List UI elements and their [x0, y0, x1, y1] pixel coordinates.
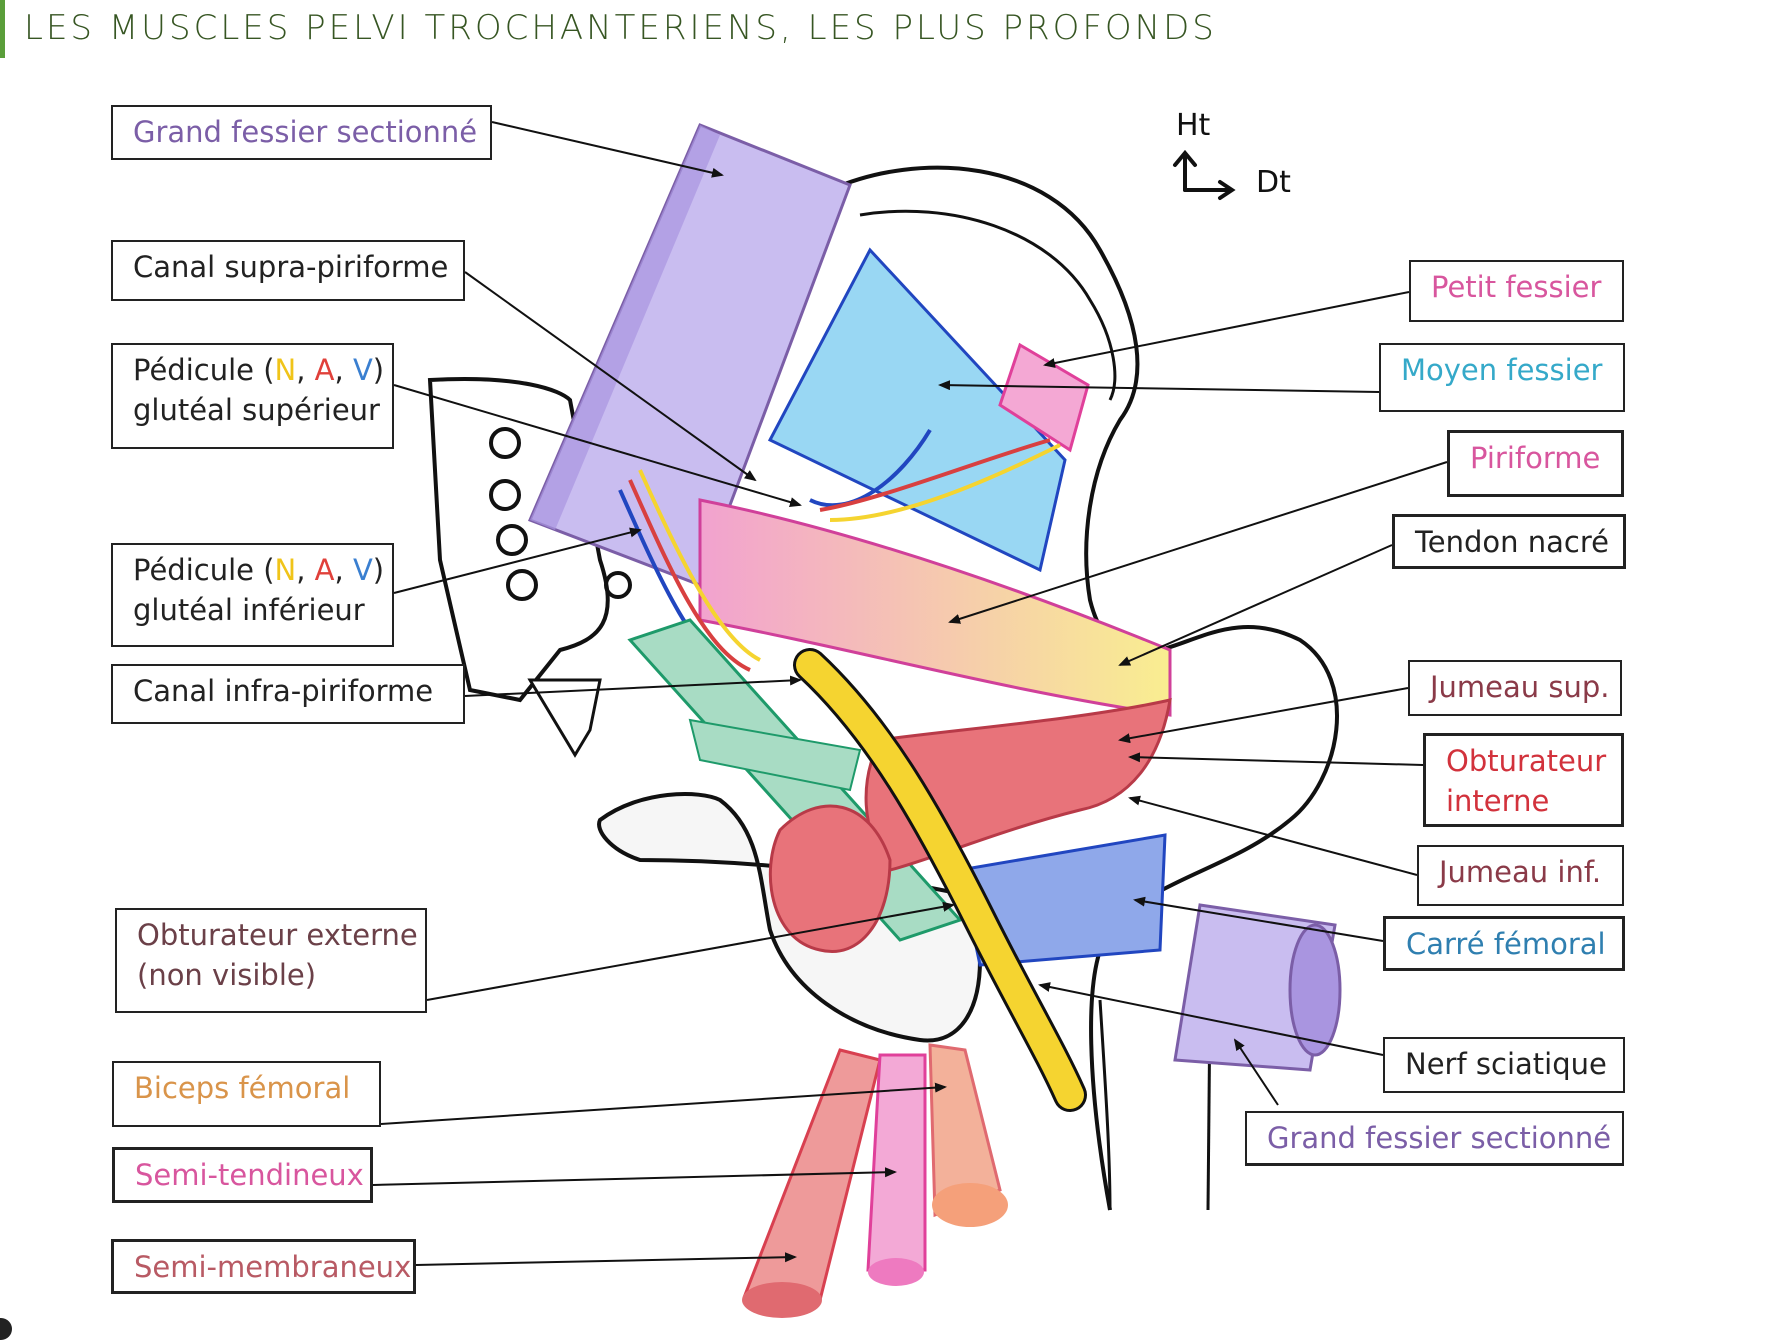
biceps-femoral-shape	[928, 1043, 1002, 1218]
label-text: Canal infra-piriforme	[133, 674, 434, 708]
label-text: Petit fessier	[1431, 270, 1602, 304]
artery-letter: A	[314, 353, 335, 387]
label-text: Piriforme	[1470, 441, 1601, 475]
label-biceps-femoral: Biceps fémoral	[112, 1061, 381, 1127]
piriforme-shape	[698, 498, 1172, 717]
label-text: Grand fessier sectionné	[1267, 1121, 1612, 1155]
label-text: Semi-tendineux	[135, 1158, 364, 1192]
label-pedicule-gluteal-inferieur: Pédicule (N, A, V) glutéal inférieur	[111, 543, 394, 647]
label-jumeau-inf: Jumeau inf.	[1417, 845, 1624, 906]
label-carre-femoral: Carré fémoral	[1383, 916, 1625, 971]
label-text: Semi-membraneux	[134, 1250, 412, 1284]
label-line-2: interne	[1446, 784, 1550, 818]
label-text: Moyen fessier	[1401, 353, 1603, 387]
label-nerf-sciatique: Nerf sciatique	[1383, 1037, 1625, 1093]
vein-letter: V	[352, 353, 373, 387]
orientation-up-label: Ht	[1176, 108, 1211, 143]
title-accent-bar	[0, 0, 5, 58]
label-line-2: glutéal supérieur	[133, 393, 380, 427]
nerve-letter: N	[274, 353, 297, 387]
label-text: Tendon nacré	[1415, 525, 1609, 559]
label-line-2: glutéal inférieur	[133, 593, 365, 627]
label-obturateur-externe: Obturateur externe (non visible)	[115, 908, 427, 1013]
leader-lines	[372, 121, 1448, 1266]
label-tendon-nacre: Tendon nacré	[1392, 514, 1626, 569]
label-grand-fessier-sectionne-right: Grand fessier sectionné	[1245, 1111, 1624, 1166]
label-text: Jumeau sup.	[1430, 670, 1610, 704]
label-line-1: Pédicule (N, A, V)	[133, 353, 385, 387]
label-line-1: Obturateur externe	[137, 918, 418, 952]
sacral-foramina	[489, 427, 632, 601]
coccyx	[527, 678, 602, 758]
label-text: Canal supra-piriforme	[133, 250, 449, 284]
label-text: Grand fessier sectionné	[133, 115, 478, 149]
label-petit-fessier: Petit fessier	[1409, 260, 1624, 322]
orientation-arrows	[1173, 149, 1236, 200]
label-text: Carré fémoral	[1406, 927, 1606, 961]
moyen-fessier-shape	[767, 247, 1067, 573]
page-title: LES MUSCLES PELVI TROCHANTERIENS, LES PL…	[24, 8, 1217, 48]
label-text: Nerf sciatique	[1405, 1047, 1607, 1081]
label-text: Biceps fémoral	[134, 1071, 351, 1105]
label-line-1: Obturateur	[1446, 744, 1607, 778]
label-canal-supra-piriforme: Canal supra-piriforme	[111, 240, 465, 301]
label-piriforme: Piriforme	[1447, 430, 1624, 497]
nerve-letter: N	[274, 553, 297, 587]
label-obturateur-interne: Obturateur interne	[1423, 733, 1624, 827]
label-grand-fessier-sectionne-left: Grand fessier sectionné	[111, 105, 492, 160]
femur-shaft-line	[1098, 999, 1112, 1211]
label-canal-infra-piriforme: Canal infra-piriforme	[111, 664, 465, 724]
petit-fessier-shape	[998, 342, 1090, 453]
label-semi-membraneux: Semi-membraneux	[111, 1239, 416, 1294]
jumeau-inferieur-shape	[768, 804, 892, 953]
label-line-2: (non visible)	[137, 958, 317, 992]
label-semi-tendineux: Semi-tendineux	[112, 1147, 373, 1203]
label-jumeau-sup: Jumeau sup.	[1408, 660, 1622, 716]
vein-letter: V	[352, 553, 373, 587]
semi-tendineux-shape	[866, 1053, 927, 1272]
orientation-right-label: Dt	[1256, 165, 1291, 200]
label-line-1: Pédicule (N, A, V)	[133, 553, 385, 587]
label-pedicule-gluteal-superieur: Pédicule (N, A, V) glutéal supérieur	[111, 343, 394, 449]
label-text: Jumeau inf.	[1439, 855, 1602, 889]
inner-iliac-line	[859, 209, 1117, 401]
label-moyen-fessier: Moyen fessier	[1379, 343, 1625, 412]
artery-letter: A	[314, 553, 335, 587]
